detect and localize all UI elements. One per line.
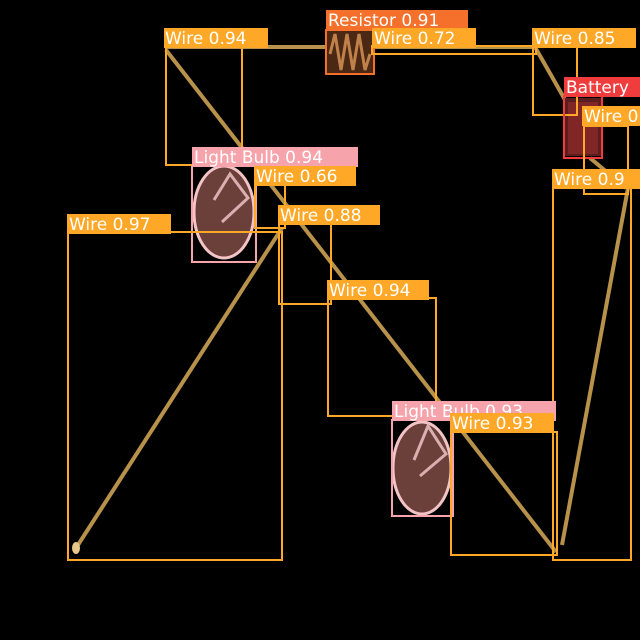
label-bg-wire-7 [67,214,171,234]
light-bulb-component-2 [391,420,453,516]
label-bg-resistor-1 [326,10,468,30]
wire-diagonal-main [164,48,558,554]
bbox-wire-9 [327,297,437,417]
detection-wire-2: Wire 0.72 [371,28,537,55]
detection-wire-10: Wire 0.93 [450,413,558,556]
label-wire-7: Wire 0.97 [69,215,151,235]
label-wire-4: Wire 0 [584,107,638,127]
resistor-component [326,30,374,74]
label-wire-2: Wire 0.72 [374,29,456,49]
label-wire-6: Wire 0.88 [280,206,362,226]
bbox-wire-7 [67,231,283,561]
detection-wire-4: Wire 0 [582,106,640,195]
detection-light-bulb-1: Light Bulb 0.94 [191,147,358,263]
detection-wire-5: Wire 0.66 [254,166,356,229]
label-bg-battery-1 [564,77,640,97]
bbox-wire-6 [278,223,332,305]
label-bg-wire-5 [254,166,356,186]
label-bg-light-bulb-1 [192,147,358,167]
wire-right-long [560,187,630,546]
label-wire-8: Wire 0.9 [554,170,625,190]
detection-wire-1: Wire 0.94 [164,28,268,166]
label-battery-1: Battery [566,78,629,98]
label-bg-wire-10 [450,413,554,433]
wire-left-long [74,226,284,550]
detection-wire-6: Wire 0.88 [278,205,380,305]
light-bulb-component-1 [192,164,256,260]
label-bg-wire-4 [582,106,640,126]
label-light-bulb-1: Light Bulb 0.94 [194,148,323,168]
label-resistor-1: Resistor 0.91 [328,11,439,31]
label-bg-wire-3 [532,28,636,48]
label-wire-3: Wire 0.85 [534,29,616,49]
label-wire-5: Wire 0.66 [256,167,338,187]
label-bg-wire-1 [164,28,268,48]
label-wire-9: Wire 0.94 [329,281,411,301]
label-wire-10: Wire 0.93 [452,414,534,434]
bbox-wire-10 [450,431,558,556]
detection-wire-7: Wire 0.97 [67,214,283,561]
detection-battery-1: Battery [563,77,640,159]
label-bg-wire-8 [552,169,640,189]
label-wire-1: Wire 0.94 [165,29,247,49]
wire-end-dot [72,542,80,554]
label-bg-wire-6 [278,205,380,225]
detection-wire-9: Wire 0.94 [327,280,437,417]
label-bg-wire-9 [327,280,429,300]
detection-wire-8: Wire 0.9 [552,169,640,561]
label-bg-wire-2 [372,28,476,48]
detection-resistor-1: Resistor 0.91 [325,10,468,75]
